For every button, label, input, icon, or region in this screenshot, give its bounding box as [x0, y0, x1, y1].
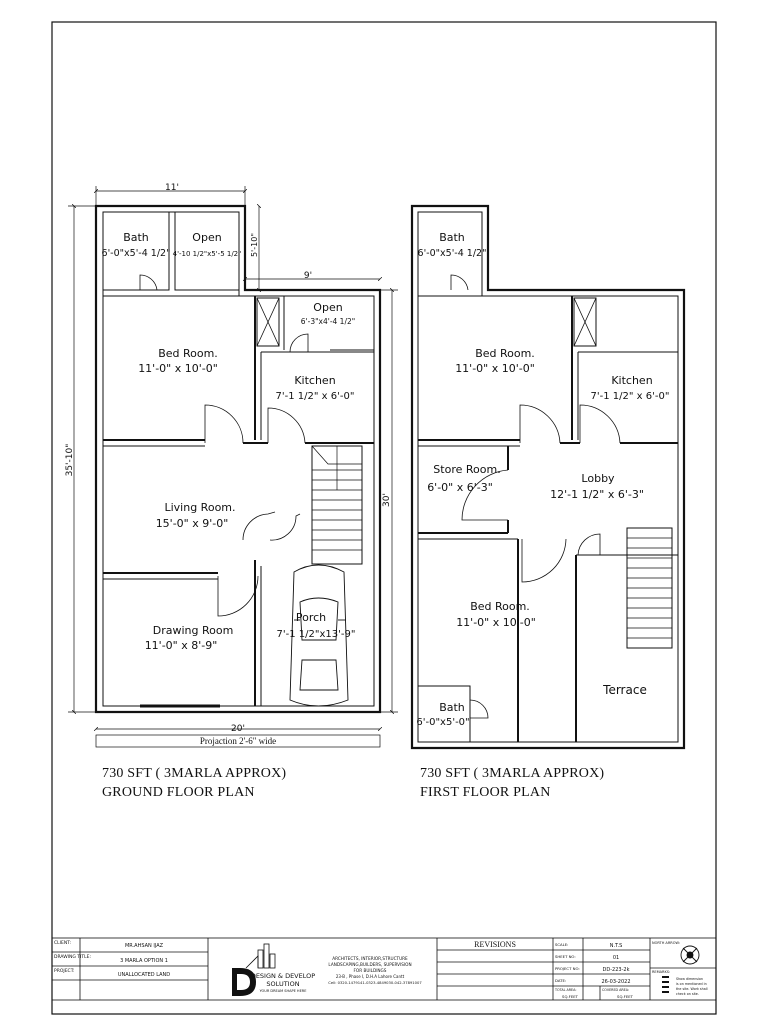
remarks-line-3: the site. Work shall [676, 987, 708, 991]
project-label: PROJECT: [54, 968, 74, 974]
sheet-border [51, 21, 717, 1015]
gf-room-size: 6'-3"x4'-4 1/2" [301, 317, 355, 326]
remarks-line-2: is on mentioned in [676, 982, 707, 986]
ff-room-size: 11'-0" x 10'-0" [455, 362, 535, 375]
ground-floor-title: GROUND FLOOR PLAN [102, 785, 255, 800]
gf-dim-width-top: 11' [165, 183, 179, 193]
sheet-value: 01 [613, 955, 619, 961]
ff-room-name: Kitchen [611, 374, 652, 387]
remarks-line-4: check on site. [676, 992, 699, 996]
ff-room-size: 6'-0" x 6'-3" [427, 481, 493, 494]
ff-room-size: 11'-0" x 10'-0" [456, 616, 536, 629]
date-value: 26-03-2022 [601, 979, 630, 985]
gf-room-size: 11'-0" x 10'-0" [138, 362, 218, 375]
gf-room-size: 7'-1 1/2" x 6'-0" [276, 391, 355, 402]
gf-room-name: Open [192, 231, 221, 244]
first-floor-caption: 730 SFT ( 3MARLA APPROX) FIRST FLOOR PLA… [420, 764, 604, 802]
remarks-label: REMARKS: [652, 970, 670, 974]
ff-room-name: Bed Room. [475, 347, 535, 360]
north-arrow-icon [680, 945, 700, 965]
services-line-1: ARCHITECTS, INTERIOR,STRUCTURE [332, 956, 408, 961]
gf-projection: Projaction 2'-6" wide [200, 736, 276, 746]
project-no-label: PROJECT NO: [555, 966, 580, 971]
drawing-title-value: 3 MARLA OPTION 1 [120, 958, 168, 964]
gf-room-size: 4'-10 1/2"x5'-5 1/2" [173, 250, 242, 258]
gf-dim-height-left: 35'-10" [65, 444, 75, 477]
first-floor-area: 730 SFT ( 3MARLA APPROX) [420, 766, 605, 781]
gf-dim-open-height: 5'-10" [250, 233, 259, 257]
north-arrow-label: NORTH ARROW: [652, 941, 680, 945]
gf-room-size: 6'-0"x5'-4 1/2" [102, 248, 171, 259]
gf-dim-height-right: 30' [382, 493, 392, 507]
firm-address: 23-B , Phase I, D.H.A Lahore Cantt [336, 974, 405, 979]
firm-tagline: YOUR DREAM SHAPE HERE [260, 989, 307, 993]
services-line-3: FOR BUILDINGS [354, 968, 387, 973]
sq-label: SQ.FEET [562, 994, 579, 999]
services-line-2: LANDSCAPING,BUILDERS, SUPERVISION [328, 962, 411, 967]
project-value: UNALLOCATED LAND [118, 972, 170, 978]
ground-floor-caption: 730 SFT ( 3MARLA APPROX) GROUND FLOOR PL… [102, 764, 286, 802]
covered-sq-label: SQ.FEET [617, 994, 634, 999]
gf-room-name: Drawing Room [153, 624, 234, 637]
drawing-title-label: DRAWING TITLE: [54, 954, 91, 960]
ff-room-size: 7'-1 1/2" x 6'-0" [591, 391, 670, 402]
gf-room-name: Living Room. [164, 501, 235, 514]
gf-room-size: 7'-1 1/2"x13'-9" [277, 629, 356, 640]
project-no-value: DD-223-2k [603, 967, 630, 973]
gf-room-size: 15'-0" x 9'-0" [156, 517, 229, 530]
first-floor-plan [410, 204, 686, 750]
ground-floor-area: 730 SFT ( 3MARLA APPROX) [102, 766, 287, 781]
gf-room-name: Bed Room. [158, 347, 218, 360]
remarks-marks [662, 976, 669, 993]
ff-room-size: 6'-0"x5'-0" [416, 717, 469, 728]
client-label: CLIENT: [54, 940, 71, 946]
ff-room-name: Store Room. [433, 463, 500, 476]
revisions-label: REVISIONS [474, 940, 516, 949]
client-value: MR.AHSAN IJAZ [125, 943, 164, 949]
firm-name-1: DESIGN & DEVELOP [251, 972, 315, 980]
date-label: DATE: [555, 978, 566, 983]
gf-room-name: Kitchen [294, 374, 335, 387]
scale-label: SCALE: [555, 942, 568, 947]
gf-room-name: Bath [123, 231, 149, 244]
first-floor-title: FIRST FLOOR PLAN [420, 785, 551, 800]
gf-room-name: Porch [296, 611, 326, 624]
title-block-frame [51, 937, 717, 1001]
scale-value: N.T.S [610, 943, 623, 949]
firm-phone: Cell: 0320-1479141-0323-4849030-042-3789… [328, 981, 422, 985]
gf-room-size: 11'-0" x 8'-9" [145, 639, 218, 652]
total-area-label: TOTAL AREA: [554, 988, 576, 992]
ff-room-size: 6'-0"x5'-4 1/2" [418, 248, 487, 259]
remarks-line-1: Show dimension [676, 977, 703, 981]
covered-area-label: COVERED AREA: [602, 988, 629, 992]
firm-logo [232, 943, 276, 996]
ff-room-name: Bath [439, 701, 465, 714]
ff-room-name: Terrace [602, 683, 647, 697]
ground-floor-dimensions [68, 186, 398, 748]
gf-dim-kitchen-width: 9' [304, 271, 312, 281]
sheet-label: SHEET NO: [555, 954, 576, 959]
ff-room-name: Lobby [581, 472, 615, 485]
ff-room-name: Bath [439, 231, 465, 244]
ff-room-size: 12'-1 1/2" x 6'-3" [550, 488, 644, 501]
gf-room-name: Open [313, 301, 342, 314]
firm-name-2: SOLUTION [266, 980, 299, 988]
ff-room-name: Bed Room. [470, 600, 530, 613]
gf-dim-width-bottom: 20' [231, 724, 245, 734]
